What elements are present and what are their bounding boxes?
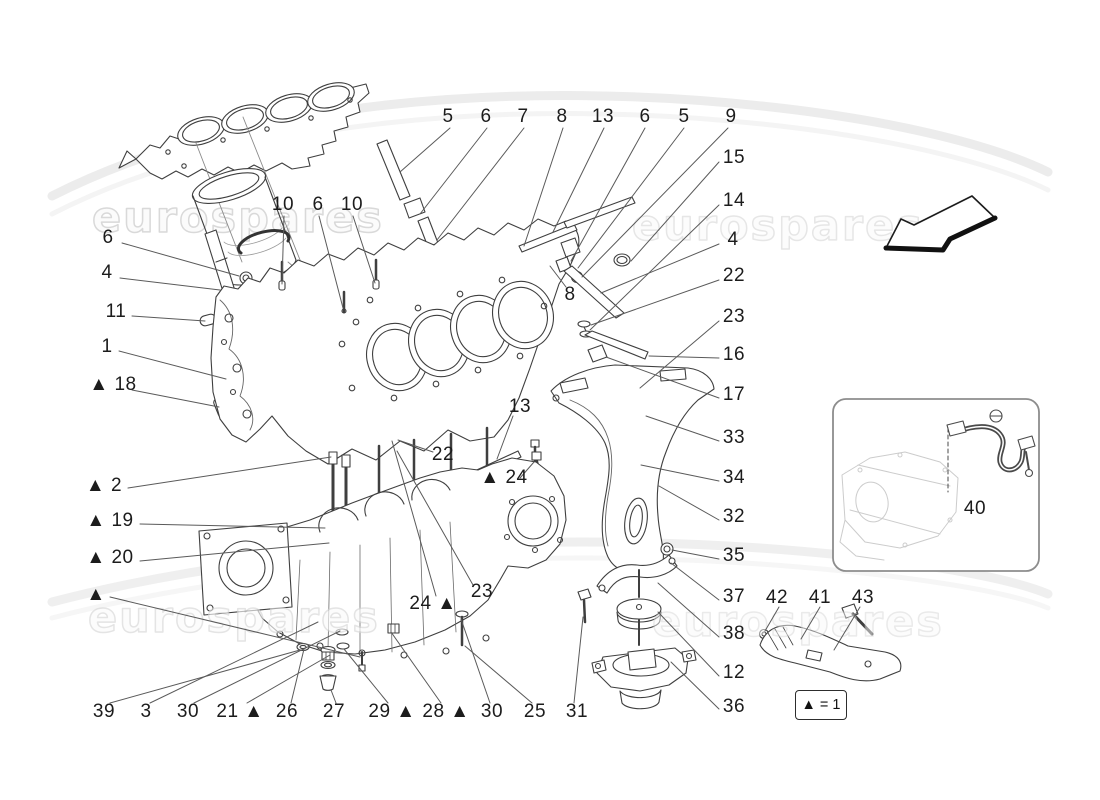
part-label-43: 43	[851, 587, 875, 608]
part-label-39: 39	[92, 701, 116, 722]
part-label-14: 14	[722, 190, 746, 211]
part-label-26: 26	[275, 701, 299, 722]
part-label-24: 24 ▲	[409, 593, 457, 614]
part-label-41: 41	[808, 587, 832, 608]
part-label-25: 25	[523, 701, 547, 722]
part-label-6: 6	[639, 106, 651, 127]
part-label-20: ▲ 20	[86, 547, 134, 568]
part-label-22: 22	[722, 265, 746, 286]
part-label-34: 34	[722, 467, 746, 488]
engine-mount-bracket-drawing	[550, 364, 715, 573]
legend-text: ▲ = 1	[801, 697, 841, 713]
part-label-30: 30	[176, 701, 200, 722]
part-label-5: 5	[442, 106, 454, 127]
part-label-24: ▲ 24	[480, 467, 528, 488]
part-label-23: 23	[722, 306, 746, 327]
part-label-11: 11	[105, 301, 127, 322]
part-label-5: 5	[678, 106, 690, 127]
part-label-12: 12	[722, 662, 746, 683]
support-bracket-drawing	[758, 603, 902, 682]
cylinder-liner-drawing	[191, 116, 343, 309]
legend-box: ▲ = 1	[795, 690, 847, 720]
part-label-18: ▲ 18	[89, 374, 137, 395]
fastener-cluster-right	[518, 196, 657, 478]
part-label-29: 29 ▲	[368, 701, 416, 722]
part-label-1: 1	[101, 336, 113, 357]
stud-parts-upper-left	[199, 139, 439, 419]
part-label-: ▲	[86, 584, 106, 605]
part-label-38: 38	[722, 623, 746, 644]
direction-arrow-icon	[883, 195, 998, 253]
oil-pipe-drawing	[946, 409, 1036, 493]
leader-lines	[109, 127, 991, 710]
part-label-30: 30	[480, 701, 504, 722]
part-label-8: 8	[556, 106, 568, 127]
engine-mount-assembly-drawing	[577, 542, 697, 710]
part-label-3: 3	[140, 701, 152, 722]
part-label-6: 6	[480, 106, 492, 127]
part-label-32: 32	[722, 506, 746, 527]
part-label-33: 33	[722, 427, 746, 448]
part-label-40: 40	[963, 498, 987, 519]
part-label-17: 17	[722, 384, 746, 405]
watermark-text: eurospares	[92, 193, 384, 243]
part-label-22: 22	[431, 444, 455, 465]
part-label-8: 8	[564, 284, 576, 305]
lower-crankcase-drawing	[198, 457, 567, 659]
gearbox-ghost-drawing	[839, 451, 959, 561]
part-label-4: 4	[727, 229, 739, 250]
part-label-37: 37	[722, 586, 746, 607]
head-gasket-drawing	[118, 82, 370, 180]
part-label-21: 21 ▲	[216, 701, 264, 722]
part-label-15: 15	[722, 147, 746, 168]
part-label-9: 9	[725, 106, 737, 127]
crankcase-artwork	[118, 82, 902, 710]
part-label-13: 13	[508, 396, 532, 417]
inset-detail-box	[832, 398, 1040, 572]
part-label-42: 42	[765, 587, 789, 608]
part-label-19: ▲ 19	[86, 510, 134, 531]
part-label-10: 10	[340, 194, 364, 215]
watermarks-over: eurospares eurospares	[87, 592, 944, 648]
part-label-6: 6	[312, 194, 324, 215]
watermark-text: eurospares	[88, 593, 380, 643]
part-label-31: 31	[565, 701, 589, 722]
part-label-2: ▲ 2	[85, 475, 123, 496]
part-label-27: 27	[322, 701, 346, 722]
watermark-text: eurospares	[652, 597, 944, 647]
part-label-36: 36	[722, 696, 746, 717]
part-label-23: 23	[470, 581, 494, 602]
part-label-10: 10	[271, 194, 295, 215]
part-label-4: 4	[101, 262, 113, 283]
part-label-16: 16	[722, 344, 746, 365]
watermark-text: eurospares	[632, 201, 924, 251]
part-label-7: 7	[517, 106, 529, 127]
upper-crankcase-drawing	[210, 218, 580, 465]
part-label-35: 35	[722, 545, 746, 566]
part-label-6: 6	[102, 227, 114, 248]
part-label-13: 13	[591, 106, 615, 127]
part-label-28: 28 ▲	[422, 701, 470, 722]
